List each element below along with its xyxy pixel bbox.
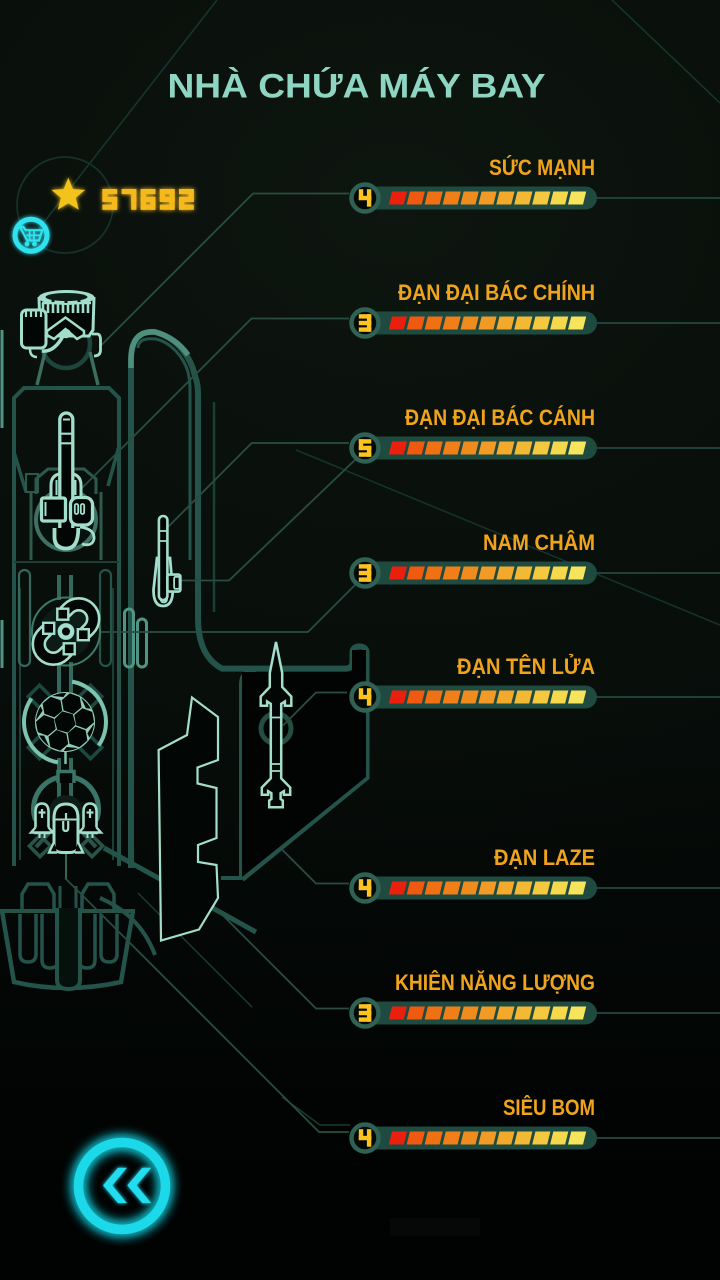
svg-text:KHIÊN NĂNG LƯỢNG: KHIÊN NĂNG LƯỢNG <box>395 970 595 995</box>
svg-text:NHÀ CHỨA MÁY BAY: NHÀ CHỨA MÁY BAY <box>168 66 546 106</box>
svg-text:ĐẠN TÊN LỬA: ĐẠN TÊN LỬA <box>457 654 595 679</box>
svg-text:ĐẠN LAZE: ĐẠN LAZE <box>494 845 595 870</box>
svg-text:NAM CHÂM: NAM CHÂM <box>483 530 595 555</box>
svg-text:ĐẠN ĐẠI BÁC CÁNH: ĐẠN ĐẠI BÁC CÁNH <box>405 405 595 430</box>
svg-text:SIÊU BOM: SIÊU BOM <box>503 1095 595 1120</box>
svg-text:SỨC MẠNH: SỨC MẠNH <box>489 155 595 180</box>
svg-text:ĐẠN ĐẠI BÁC CHÍNH: ĐẠN ĐẠI BÁC CHÍNH <box>398 280 595 305</box>
